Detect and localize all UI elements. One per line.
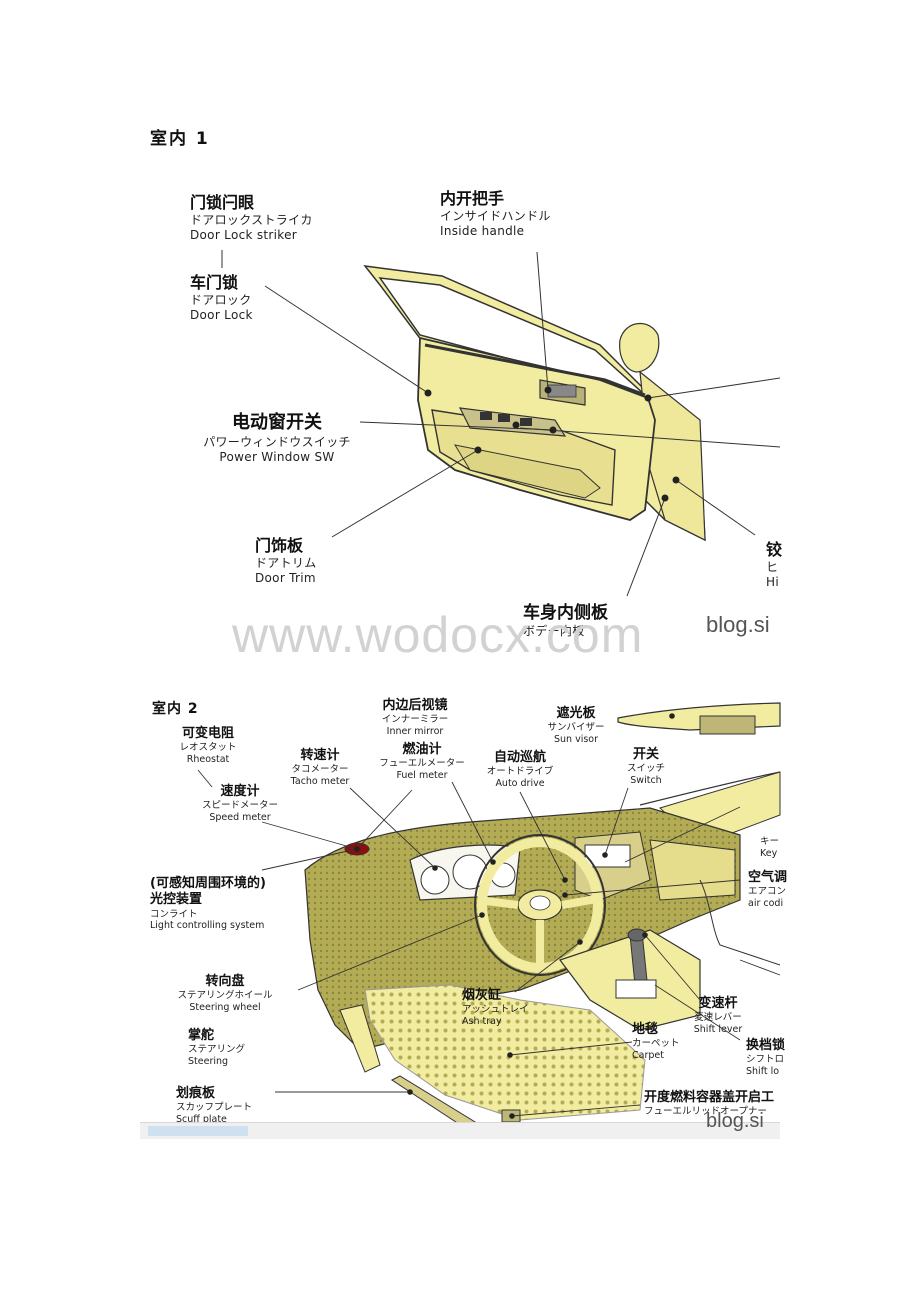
label-shift-lock-partial: 换档锁 シフトロ Shift lo <box>746 1038 786 1078</box>
label-door-lock-striker: 门锁闩眼 ドアロックストライカ Door Lock striker <box>190 193 313 242</box>
label-hinge-partial: 铰 ヒ Hi <box>766 540 783 589</box>
label-light-control-system: (可感知周围环境的) 光控装置 コンライト Light controlling … <box>150 876 266 932</box>
label-aircon-partial: 空气调 エアコン air codi <box>748 870 788 910</box>
label-steering-wheel: 转向盘 ステアリングホイール Steering wheel <box>177 974 273 1014</box>
seat-headrest <box>619 322 660 373</box>
label-tacho-meter: 转速计 タコメーター Tacho meter <box>290 748 350 788</box>
carpet <box>364 984 646 1121</box>
label-rheostat: 可变电阻 レオスタット Rheostat <box>179 726 237 766</box>
blog-watermark-2: blog.si <box>706 1110 764 1132</box>
diagram1-title: 室内 1 <box>150 129 210 149</box>
watermark: www.wodocx.com <box>232 607 644 663</box>
diagram2-title: 室内 2 <box>152 701 199 717</box>
label-carpet: 地毯 カーペット Carpet <box>632 1022 680 1062</box>
blog-watermark-1: blog.si <box>706 612 770 637</box>
label-steering: 掌舵 ステアリング Steering <box>188 1028 246 1068</box>
label-scuff-plate: 划痕板 スカッフプレート Scuff plate <box>176 1086 253 1126</box>
label-ash-tray: 烟灰缸 アッシュトレイ Ash tray <box>462 988 529 1028</box>
a-pillar-trim <box>339 1004 381 1073</box>
label-door-lock: 车门锁 ドアロック Door Lock <box>190 273 253 322</box>
label-shift-lever: 变速杆 変速レバー Shift lever <box>693 996 743 1036</box>
steering-wheel <box>474 834 606 976</box>
window-opening <box>378 277 646 396</box>
sun-visor <box>617 702 781 731</box>
label-switch: 开关 スイッチ Switch <box>626 747 665 787</box>
label-key-partial: キー Key <box>760 836 780 859</box>
label-inner-mirror: 内边后视镜 インナーミラー Inner mirror <box>381 698 449 738</box>
image-bottom-bar-highlight <box>148 1126 248 1136</box>
label-auto-drive: 自动巡航 オートドライブ Auto drive <box>486 750 554 790</box>
label-fuel-meter: 燃油计 フューエルメーター Fuel meter <box>379 742 465 782</box>
label-inside-handle: 内开把手 インサイドハンドル Inside handle <box>440 189 551 238</box>
label-speed-meter: 速度计 スピードメーター Speed meter <box>201 784 278 824</box>
label-door-trim: 门饰板 ドアトリム Door Trim <box>255 536 317 585</box>
label-fuel-lid-opener: 开度燃料容器盖开启工 フューエルリッドオープナー <box>644 1090 775 1118</box>
label-sun-visor: 遮光板 サンバイザー Sun visor <box>547 706 605 746</box>
label-body-inner-side-panel: 车身内侧板 ボデー内板 <box>523 603 608 639</box>
label-power-window-switch: 电动窗开关 パワーウィンドウスイッチ Power Window SW <box>203 412 351 464</box>
image-bottom-bar <box>140 1122 780 1139</box>
